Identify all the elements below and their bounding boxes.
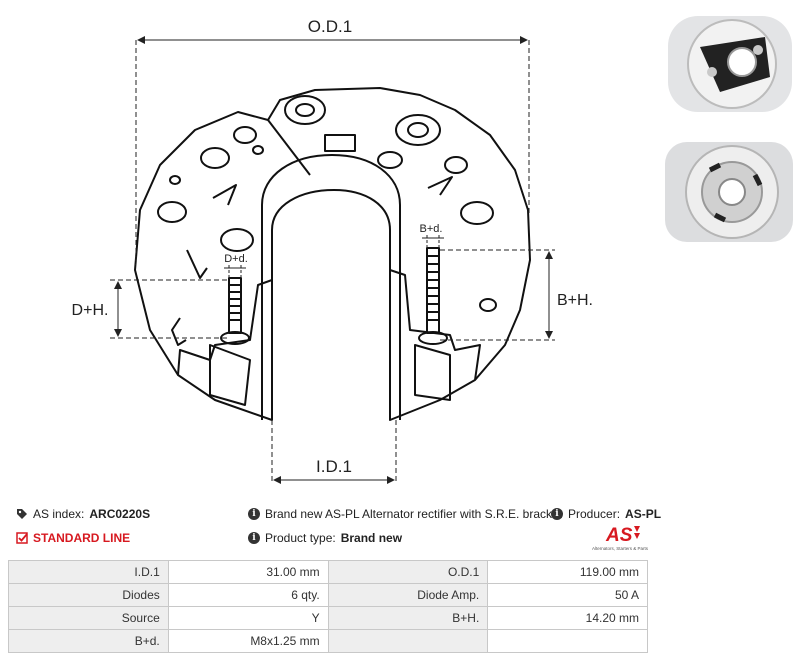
info-icon: i	[248, 532, 260, 544]
rectifier-technical-drawing: O.D.1 I.D.1 D+H. B+H. D+d. B+d.	[72, 17, 593, 484]
slot-marker	[324, 134, 356, 152]
producer-label: Producer:	[568, 507, 621, 521]
product-description: Brand new AS-PL Alternator rectifier wit…	[265, 507, 563, 521]
spec-value-cell: 6 qty.	[167, 583, 329, 607]
spec-label-cell	[327, 629, 489, 653]
info-icon: i	[551, 508, 563, 520]
as-index-label: AS index:	[33, 507, 85, 521]
bh-label: B+H.	[557, 292, 593, 309]
info-icon: i	[248, 508, 260, 520]
as-index-value: ARC0220S	[89, 507, 151, 521]
diode-stud-2	[395, 114, 441, 146]
description-row: i Brand new AS-PL Alternator rectifier w…	[248, 507, 562, 521]
producer-row: i Producer: AS-PL	[551, 507, 661, 521]
diode-stud-1	[284, 95, 326, 125]
as-index-row: AS index: ARC0220S	[16, 507, 150, 521]
dd-label: D+d.	[224, 253, 248, 265]
spec-label-cell: I.D.1	[8, 560, 169, 584]
spec-value-cell: 50 A	[487, 583, 648, 607]
spec-label-cell: B+H.	[327, 606, 489, 630]
left-foot	[209, 344, 251, 406]
left-bracket	[177, 279, 273, 421]
dh-label: D+H.	[72, 302, 109, 319]
rectifier-body-outline	[134, 87, 531, 381]
spec-value-cell: 14.20 mm	[487, 606, 648, 630]
spec-label-cell: Source	[8, 606, 169, 630]
checkbox-icon	[16, 532, 28, 544]
id-label: I.D.1	[316, 457, 352, 476]
terminal-7	[444, 156, 468, 174]
spec-label-cell: O.D.1	[327, 560, 489, 584]
producer-value: AS-PL	[625, 507, 662, 521]
center-bore-outline	[261, 154, 401, 420]
terminal-1	[200, 147, 230, 169]
table-row: B+d.M8x1.25 mm	[8, 629, 648, 653]
svg-text:Alternators, Starters & Parts: Alternators, Starters & Parts	[592, 546, 649, 551]
terminal-4	[220, 228, 254, 252]
product-type-label: Product type:	[265, 531, 336, 545]
product-photo-top	[660, 2, 800, 122]
terminal-5	[460, 201, 494, 225]
right-bracket	[389, 269, 481, 421]
spec-label-cell: Diodes	[8, 583, 169, 607]
right-foot	[414, 344, 451, 401]
product-type-value: Brand new	[340, 531, 403, 545]
segment-line	[267, 119, 311, 176]
svg-text:AS: AS	[605, 525, 633, 546]
as-logo: AS Alternators, Starters & Parts	[584, 522, 656, 552]
center-bore-inner	[271, 189, 391, 418]
terminal-2	[233, 126, 257, 144]
product-photo-bottom	[660, 130, 800, 250]
spec-value-cell: M8x1.25 mm	[167, 629, 329, 653]
spec-value-cell	[487, 629, 648, 653]
spec-value-cell: Y	[167, 606, 329, 630]
product-type-row: i Product type: Brand new	[248, 531, 402, 545]
tag-icon	[17, 509, 27, 519]
terminal-3	[157, 201, 187, 223]
spec-value-cell: 119.00 mm	[487, 560, 648, 584]
spec-label-cell: Diode Amp.	[327, 583, 489, 607]
bd-label: B+d.	[420, 223, 443, 235]
standard-line-label: STANDARD LINE	[33, 531, 131, 545]
spec-label-cell: B+d.	[8, 629, 169, 653]
terminal-6	[377, 151, 403, 169]
od-label: O.D.1	[308, 17, 352, 36]
standard-line-row: STANDARD LINE	[16, 531, 130, 545]
spec-value-cell: 31.00 mm	[167, 560, 329, 584]
